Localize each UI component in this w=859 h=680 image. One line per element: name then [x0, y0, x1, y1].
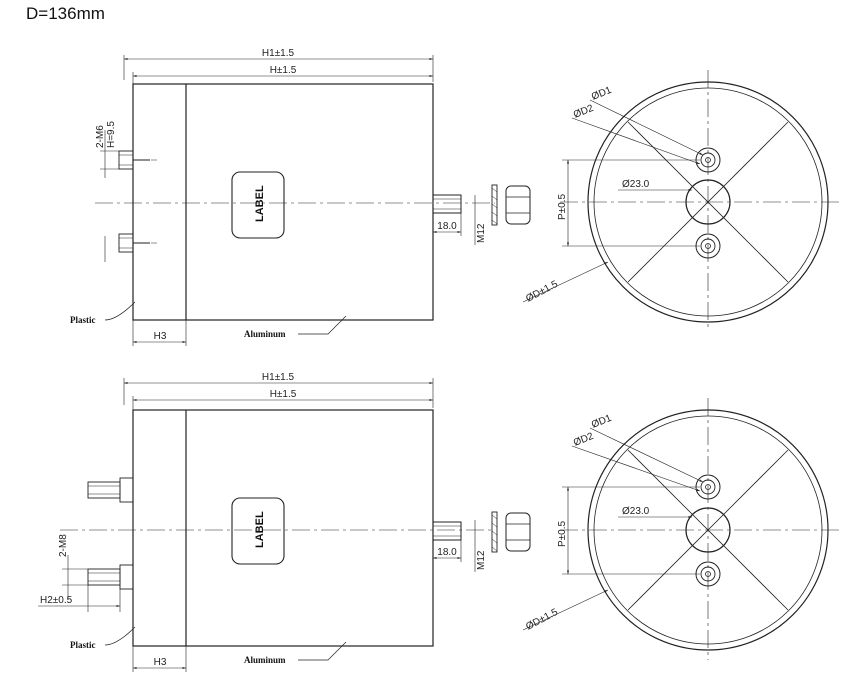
bottom-side-view [38, 378, 531, 672]
plastic-label-2: Plastic [70, 640, 96, 650]
center-dia-label-2: Ø23.0 [622, 506, 650, 517]
label-box [231, 171, 285, 239]
h1-dimension-label-2: H1±1.5 [262, 372, 295, 383]
left-m8-stud-lower [87, 568, 121, 586]
left-stud-lower [118, 233, 134, 253]
d2-label-2: ØD2 [572, 431, 596, 449]
label-box-2 [231, 497, 285, 565]
capacitor-body [132, 83, 434, 321]
washer [491, 184, 498, 226]
plastic-label: Plastic [70, 315, 96, 325]
outer-dia-label: ØD±1.5 [524, 279, 560, 305]
thread-height-label: H=9.5 [106, 121, 117, 148]
label-text-2: LABEL [254, 511, 266, 548]
bottom-end-view [522, 398, 840, 660]
h3-label: H3 [154, 331, 167, 342]
stud-thread-label-2: M12 [476, 550, 487, 570]
stud-length-label-2: 18.0 [437, 547, 457, 558]
capacitor-body-2 [132, 409, 434, 647]
h1-dimension-label: H1±1.5 [262, 48, 295, 59]
stud-thread-label: M12 [476, 223, 487, 243]
stud-length-label: 18.0 [437, 221, 457, 232]
aluminum-label: Aluminum [244, 329, 286, 339]
top-end-view [522, 70, 840, 330]
thread-m6-label: 2-M6 [95, 125, 106, 148]
left-m8-stud-upper [87, 481, 121, 499]
center-terminal [685, 179, 731, 225]
top-side-view [95, 55, 531, 346]
left-stud-upper [118, 150, 134, 170]
thread-m8-label: 2-M8 [58, 534, 69, 557]
d1-label-2: ØD1 [590, 413, 614, 431]
label-text: LABEL [254, 185, 266, 222]
page-title: D=136mm [26, 4, 105, 23]
h3-label-2: H3 [154, 657, 167, 668]
h-dimension-label: H±1.5 [270, 65, 297, 76]
right-stud [432, 194, 462, 214]
aluminum-label-2: Aluminum [244, 655, 286, 665]
h-dimension-label-2: H±1.5 [270, 389, 297, 400]
center-dia-label: Ø23.0 [622, 179, 650, 190]
outer-dia-label-2: ØD±1.5 [524, 607, 560, 633]
d2-label: ØD2 [572, 103, 596, 121]
h2-dimension-label: H2±0.5 [40, 595, 73, 606]
hex-nut [505, 185, 531, 225]
pitch-label: P±0.5 [557, 194, 568, 220]
d1-label: ØD1 [590, 85, 614, 103]
pitch-label-2: P±0.5 [557, 521, 568, 547]
